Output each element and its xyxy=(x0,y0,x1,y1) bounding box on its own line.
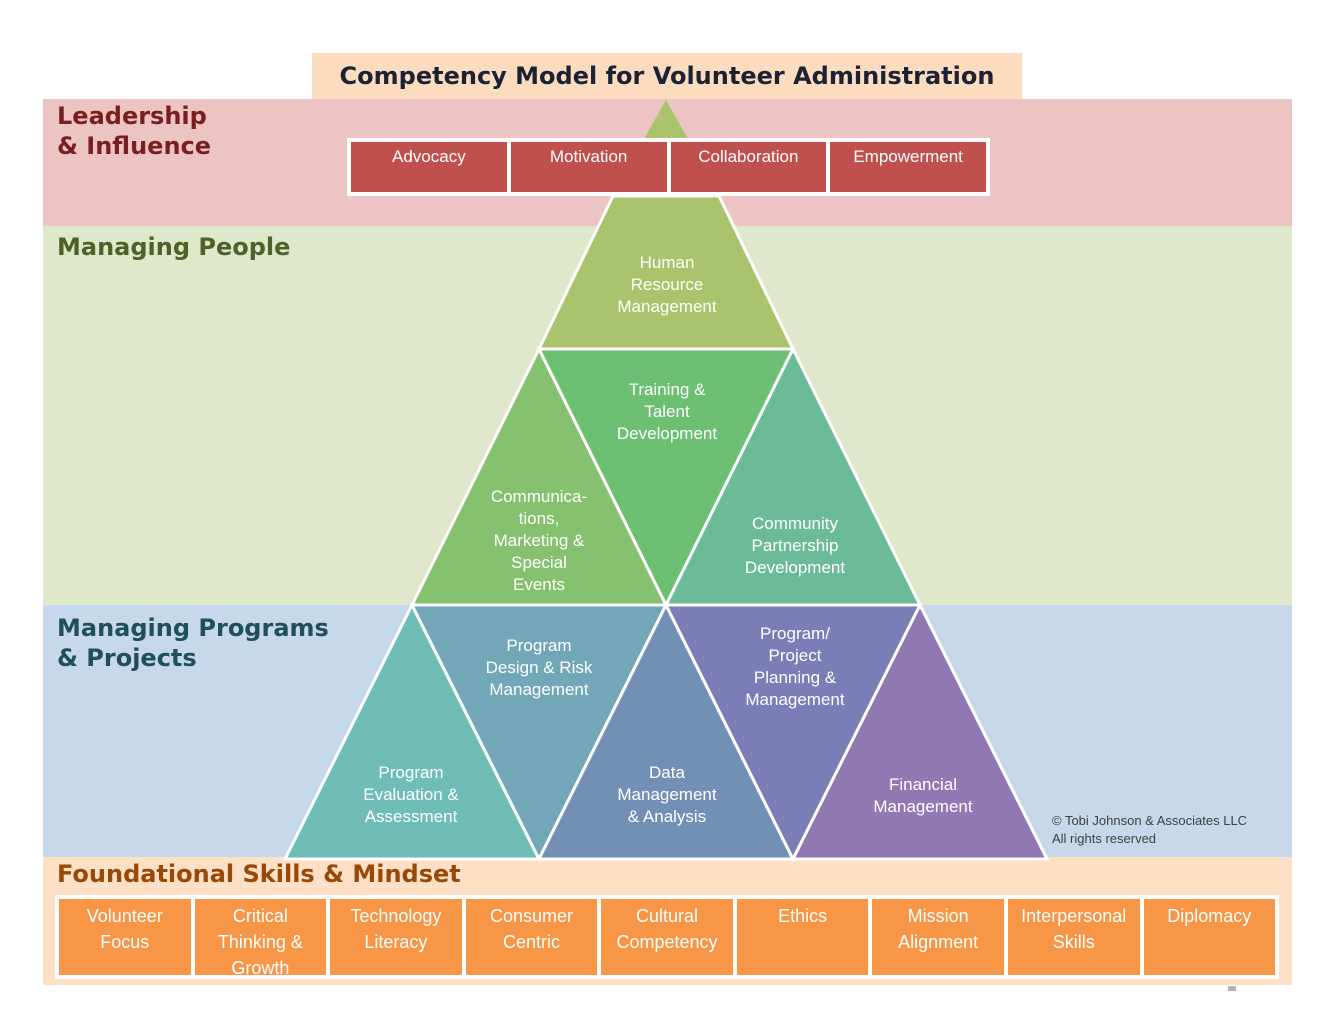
foundational-band-title: Foundational Skills & Mindset xyxy=(57,860,461,888)
foundational-item-consumer-centric: Consumer Centric xyxy=(463,897,600,977)
apex-triangle xyxy=(644,100,688,139)
foundational-item-technology-literacy: Technology Literacy xyxy=(328,897,464,977)
leadership-item-advocacy: Advocacy xyxy=(349,140,509,194)
label-training: Training & Talent Development xyxy=(616,380,718,443)
triangle-financial xyxy=(790,601,1050,861)
label-program-evaluation: Program Evaluation & Assessment xyxy=(363,763,459,826)
label-financial: Financial Management xyxy=(873,775,973,816)
managing-people-band-title: Managing People xyxy=(57,233,291,261)
copyright-notice: © Tobi Johnson & Associates LLC All righ… xyxy=(1052,813,1248,846)
label-communications: Communica- tions, Marketing & Special Ev… xyxy=(490,487,588,594)
foundational-item-critical-thinking: Critical Thinking & Growth xyxy=(192,897,329,978)
foundational-item-diplomacy: Diplomacy xyxy=(1141,897,1278,977)
foundational-item-mission-alignment: Mission Alignment xyxy=(870,897,1006,977)
diagram-title-box: Competency Model for Volunteer Administr… xyxy=(312,53,1022,99)
foundational-item-volunteer-focus: Volunteer Focus xyxy=(57,897,193,977)
foundational-skills-row: Volunteer Focus Critical Thinking & Grow… xyxy=(55,895,1279,979)
label-program-planning: Program/ Project Planning & Management xyxy=(745,624,845,709)
leadership-item-motivation: Motivation xyxy=(508,140,669,194)
leadership-item-collaboration: Collaboration xyxy=(668,140,829,194)
leadership-item-empowerment: Empowerment xyxy=(828,140,988,194)
corner-mark xyxy=(1228,986,1236,991)
label-human-resource: Human Resource Management xyxy=(617,253,717,316)
leadership-competencies-row: Advocacy Motivation Collaboration Empowe… xyxy=(347,138,990,196)
foundational-item-ethics: Ethics xyxy=(734,897,871,977)
label-community: Community Partnership Development xyxy=(744,514,846,577)
foundational-item-interpersonal-skills: Interpersonal Skills xyxy=(1005,897,1142,977)
diagram-title: Competency Model for Volunteer Administr… xyxy=(339,62,995,90)
foundational-item-cultural-competency: Cultural Competency xyxy=(599,897,735,977)
label-data-management: Data Management & Analysis xyxy=(617,763,717,826)
managing-programs-band-title: Managing Programs & Projects xyxy=(57,614,329,672)
leadership-band-title: Leadership & Influence xyxy=(57,102,212,160)
label-program-design: Program Design & Risk Management xyxy=(485,636,593,699)
